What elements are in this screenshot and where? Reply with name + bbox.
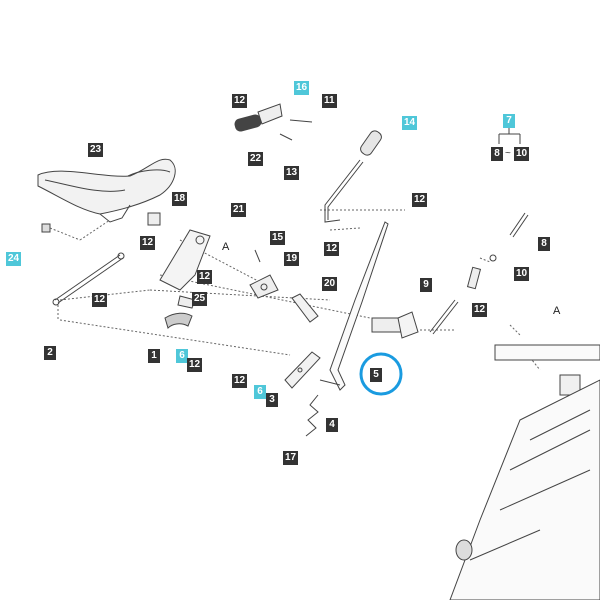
part-label-4: 4 — [326, 418, 338, 432]
bushing-part — [147, 212, 161, 226]
part-label-25: 25 — [192, 292, 208, 306]
pedal-part — [37, 158, 176, 223]
part-label-12: 12 — [197, 270, 213, 284]
lever-part — [164, 295, 196, 329]
part-label-8: 8 — [538, 237, 550, 251]
part-label-22: 22 — [248, 152, 264, 166]
part-label-12: 12 — [324, 242, 340, 256]
part-label-12: 12 — [232, 94, 248, 108]
part-label-13: 13 — [284, 166, 300, 180]
pin-8-part — [509, 212, 529, 238]
plate-part — [249, 274, 279, 299]
link-part — [291, 293, 319, 323]
reference-letter-a: A — [553, 305, 561, 317]
bolt-part — [41, 223, 51, 233]
frame-part — [449, 344, 600, 601]
part-label-6: 6 — [176, 349, 188, 363]
part-label-12: 12 — [140, 236, 156, 250]
part-label-8: 8 — [491, 147, 503, 161]
part-label-20: 20 — [322, 277, 338, 291]
handle-part — [324, 130, 382, 223]
part-label-15: 15 — [270, 231, 286, 245]
rod-part — [52, 252, 125, 306]
tilde-mark: ~ — [505, 148, 511, 159]
part-label-17: 17 — [283, 451, 299, 465]
leader-lines — [49, 209, 541, 371]
part-label-12: 12 — [187, 358, 203, 372]
cylinder-part — [466, 266, 482, 290]
part-label-14: 14 — [402, 116, 418, 130]
highlight-circle — [359, 352, 403, 396]
clevis-part — [284, 351, 321, 389]
spring-part — [305, 394, 319, 437]
reference-letter-a: A — [222, 241, 230, 253]
bracket-part — [159, 229, 211, 291]
part-label-12: 12 — [232, 374, 248, 388]
part-label-3: 3 — [266, 393, 278, 407]
part-label-24: 24 — [6, 252, 22, 266]
part-label-12: 12 — [412, 193, 428, 207]
part-label-7: 7 — [503, 114, 515, 128]
shaft-part — [371, 299, 459, 339]
part-label-10: 10 — [514, 267, 530, 281]
part-label-18: 18 — [172, 192, 188, 206]
pin-part — [254, 249, 261, 263]
part-label-12: 12 — [92, 293, 108, 307]
part-label-5: 5 — [370, 368, 382, 382]
part-label-12: 12 — [472, 303, 488, 317]
part-label-19: 19 — [284, 252, 300, 266]
part-label-10: 10 — [514, 147, 530, 161]
part-label-11: 11 — [322, 94, 337, 108]
part-label-9: 9 — [420, 278, 432, 292]
lever-arm-part — [319, 221, 389, 391]
nut-part — [489, 254, 497, 262]
part-label-16: 16 — [294, 81, 310, 95]
part-label-2: 2 — [44, 346, 56, 360]
part-label-1: 1 — [148, 349, 160, 363]
shaft-16-part — [234, 103, 313, 141]
part-label-23: 23 — [88, 143, 104, 157]
group-bracket — [498, 128, 521, 144]
part-label-21: 21 — [231, 203, 247, 217]
part-label-6: 6 — [254, 385, 266, 399]
